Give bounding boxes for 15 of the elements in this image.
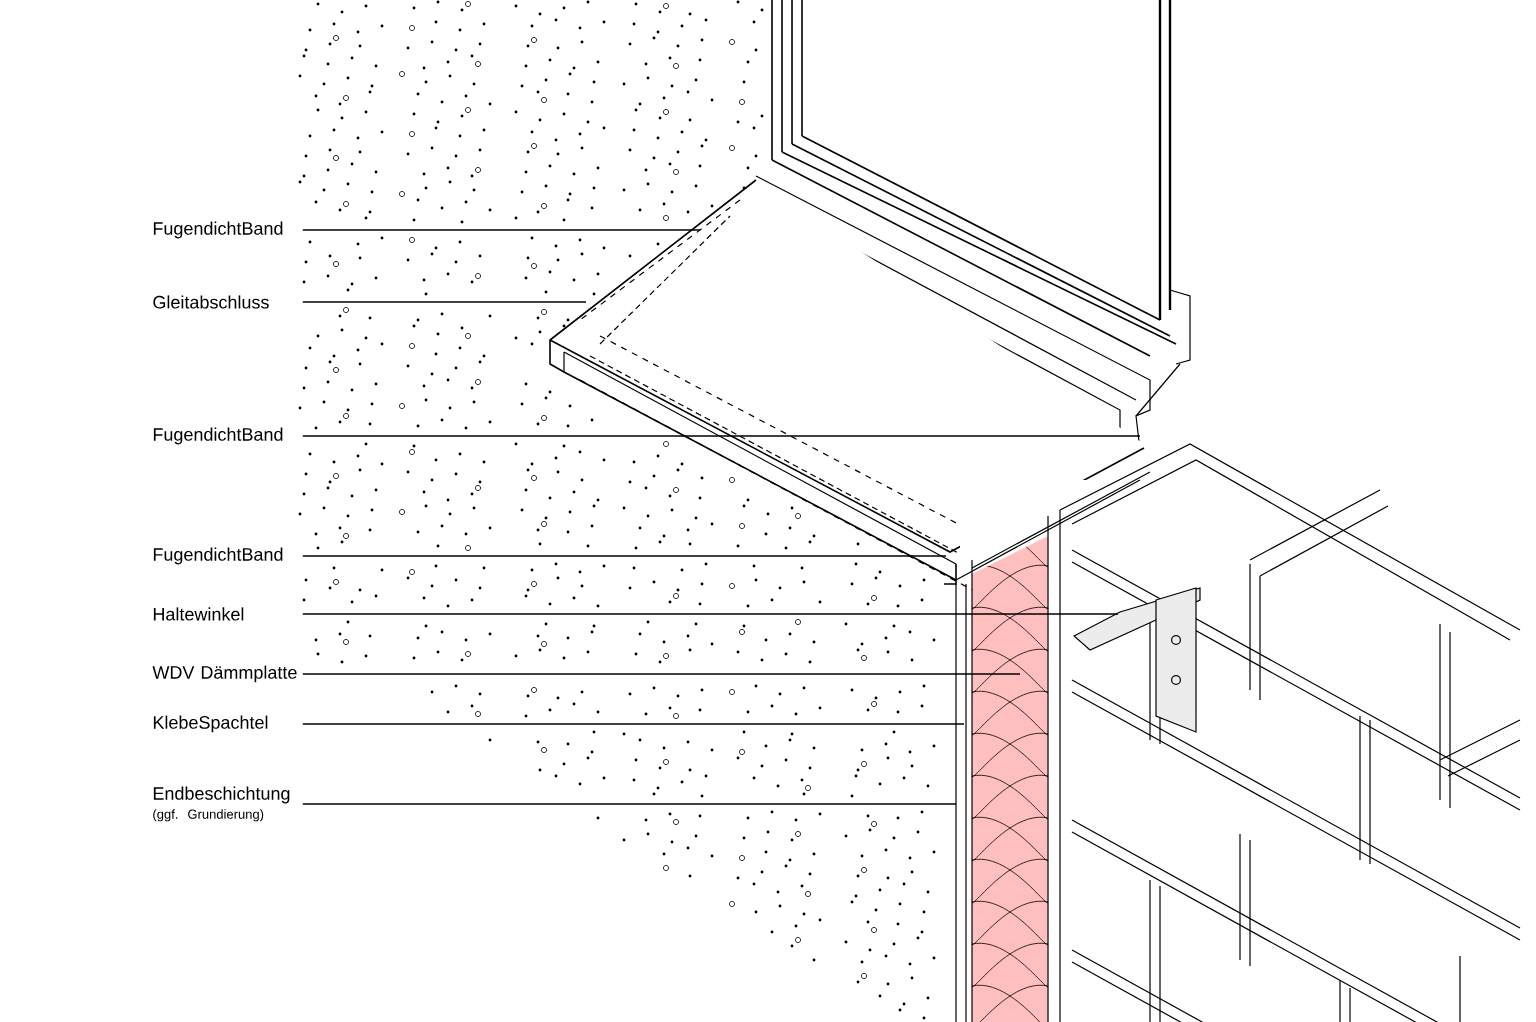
callout-label: FugendichtBand	[153, 427, 283, 445]
leader-line	[302, 673, 1021, 675]
callout-label: WDV Dämmplatte	[152, 665, 297, 683]
callout-label: Haltewinkel	[153, 607, 244, 621]
callout-label: Gleitabschluss	[153, 295, 269, 309]
leader-line	[302, 723, 965, 725]
leader-line	[302, 803, 957, 805]
leader-line	[302, 555, 947, 557]
leader-line	[302, 435, 1141, 437]
callout-label: FugendichtBand	[153, 221, 283, 239]
leader-line	[302, 229, 701, 231]
callout-label: KlebeSpachtel	[153, 715, 268, 733]
leader-line	[302, 613, 1119, 615]
callout-label: FugendichtBand	[153, 547, 283, 565]
leader-line	[302, 301, 587, 303]
